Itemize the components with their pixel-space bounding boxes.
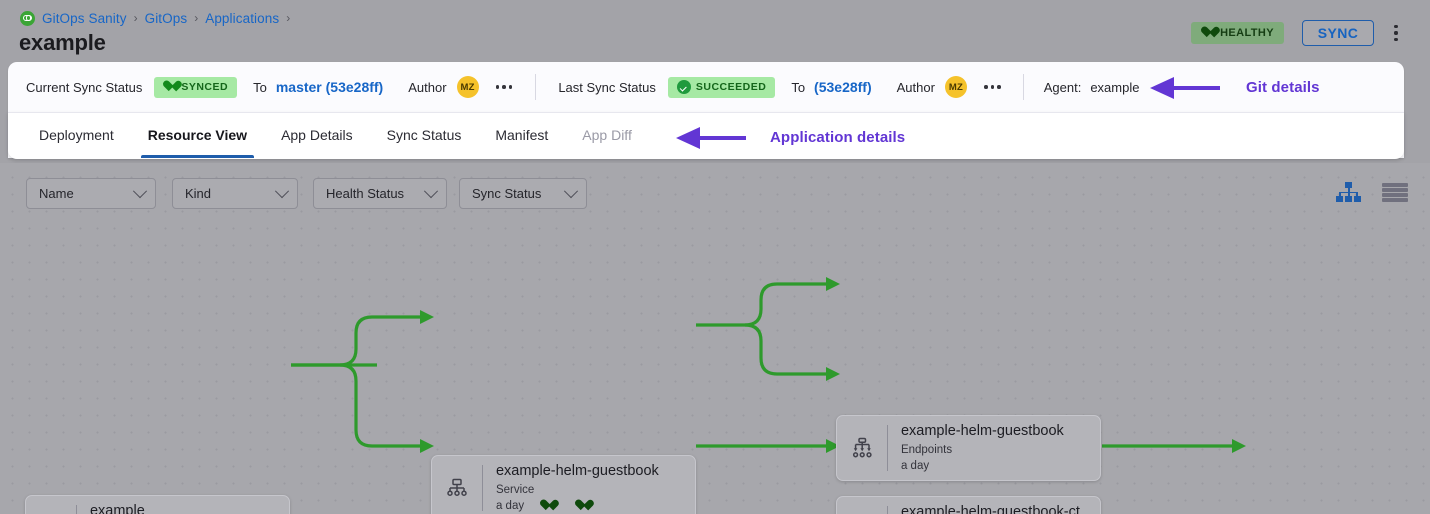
chevron-down-icon: [132, 183, 148, 198]
health-label: HEALTHY: [1220, 27, 1274, 39]
last-sync-status-label: Last Sync Status: [558, 79, 656, 95]
chevron-down-icon: [423, 183, 439, 198]
tab-app-details[interactable]: App Details: [281, 127, 353, 143]
last-to-label: To: [791, 79, 806, 95]
resource-node-age: a day: [900, 460, 930, 472]
sync-heart-icon: [575, 500, 588, 512]
divider: [1022, 74, 1024, 100]
current-to-label: To: [253, 79, 267, 95]
heart-icon: [163, 81, 176, 93]
breadcrumb-item-gitops[interactable]: GitOps: [144, 10, 188, 26]
divider: [482, 465, 483, 511]
filter-health-status-label: Health Status: [326, 186, 405, 201]
tab-app-diff[interactable]: App Diff: [582, 127, 632, 143]
sync-status-bar: Current Sync Status SYNCED To master (53…: [8, 62, 1404, 112]
list-view-icon[interactable]: [1382, 182, 1408, 202]
breadcrumb-item-gitops-sanity[interactable]: GitOps Sanity: [42, 10, 127, 26]
endpoints-icon: [837, 416, 887, 480]
filter-kind-label: Kind: [185, 186, 212, 201]
breadcrumb-separator: ›: [133, 11, 138, 25]
avatar: MZ: [456, 76, 479, 98]
last-revision-link[interactable]: (53e28ff): [814, 79, 872, 95]
application-icon: [26, 496, 76, 514]
tab-bar: Deployment Resource View App Details Syn…: [8, 112, 649, 158]
resource-node-service[interactable]: example-helm-guestbook Service a day: [431, 455, 696, 514]
current-revision-link[interactable]: master (53e28ff): [275, 79, 384, 95]
breadcrumb-separator: ›: [194, 11, 199, 25]
page-title: example: [19, 30, 106, 55]
heart-icon: [1201, 27, 1214, 39]
resource-node-endpoints[interactable]: example-helm-guestbook Endpoints a day: [836, 415, 1101, 481]
kebab-menu-icon[interactable]: [1388, 22, 1404, 44]
chevron-down-icon: [274, 183, 290, 198]
resource-node-age: a day: [495, 500, 525, 512]
filter-name[interactable]: Name: [26, 178, 156, 209]
current-sync-status-badge: SYNCED: [154, 76, 238, 98]
divider: [887, 506, 888, 514]
last-sync-status-text: SUCCEEDED: [695, 81, 767, 93]
filter-name-label: Name: [39, 186, 74, 201]
resource-node-name: example: [89, 502, 145, 514]
service-icon: [432, 456, 482, 514]
gitops-logo-icon: [20, 10, 35, 26]
resource-node-body: example-helm-guestbook Service a day: [483, 463, 695, 514]
resource-node-name: example-helm-guestbook: [900, 422, 1064, 439]
filter-sync-status-label: Sync Status: [472, 186, 542, 201]
check-circle-icon: [676, 80, 691, 94]
resource-node-endpointslice[interactable]: example-helm-guestbook-ct... EndpointSli…: [836, 496, 1101, 514]
sync-button[interactable]: SYNC: [1302, 20, 1374, 46]
resource-node-meta: a day: [496, 499, 687, 514]
resource-node-name: example-helm-guestbook-ct...: [900, 503, 1092, 514]
chevron-down-icon: [563, 183, 579, 198]
status-badge-healthy: HEALTHY: [1191, 22, 1284, 44]
breadcrumb-item-applications[interactable]: Applications: [205, 10, 280, 26]
current-author-label: Author: [408, 79, 447, 95]
resource-node-meta: a day: [901, 459, 1092, 474]
last-author-label: Author: [896, 79, 935, 95]
agent-value: example: [1090, 79, 1140, 95]
tree-view-icon[interactable]: [1336, 182, 1361, 202]
resource-tree-canvas[interactable]: example Application a day: [0, 163, 1430, 514]
breadcrumb-separator: ›: [286, 11, 291, 25]
resource-node-name: example-helm-guestbook: [495, 462, 659, 479]
endpointslice-icon: [837, 497, 887, 514]
current-sync-status-text: SYNCED: [181, 81, 229, 93]
tab-manifest[interactable]: Manifest: [495, 127, 549, 143]
resource-node-body: example-helm-guestbook Endpoints a day: [888, 423, 1100, 474]
tab-deployment[interactable]: Deployment: [39, 127, 114, 143]
divider: [887, 425, 888, 471]
resource-node-kind: Service: [495, 483, 535, 496]
tab-sync-status[interactable]: Sync Status: [386, 127, 462, 143]
current-sync-status-label: Current Sync Status: [26, 79, 143, 95]
view-toggle: [1336, 182, 1408, 202]
filter-kind[interactable]: Kind: [172, 178, 298, 209]
health-heart-icon: [540, 500, 553, 512]
resource-node-body: example-helm-guestbook-ct... EndpointSli…: [888, 504, 1100, 514]
last-sync-more-icon[interactable]: [983, 85, 1001, 89]
resource-tree-edges: [291, 277, 1246, 453]
agent-label: Agent:: [1043, 79, 1082, 95]
divider: [535, 74, 537, 100]
resource-node-body: example Application a day: [77, 503, 289, 514]
filter-health-status[interactable]: Health Status: [313, 178, 447, 209]
resource-node-application[interactable]: example Application a day: [25, 495, 290, 514]
last-sync-status-badge: SUCCEEDED: [667, 76, 776, 98]
filter-sync-status[interactable]: Sync Status: [459, 178, 587, 209]
breadcrumb: GitOps Sanity › GitOps › Applications ›: [20, 9, 290, 27]
divider: [76, 505, 77, 514]
tab-resource-view[interactable]: Resource View: [131, 112, 264, 158]
avatar: MZ: [944, 76, 967, 98]
current-sync-more-icon[interactable]: [495, 85, 513, 89]
resource-node-kind: Endpoints: [900, 443, 953, 456]
